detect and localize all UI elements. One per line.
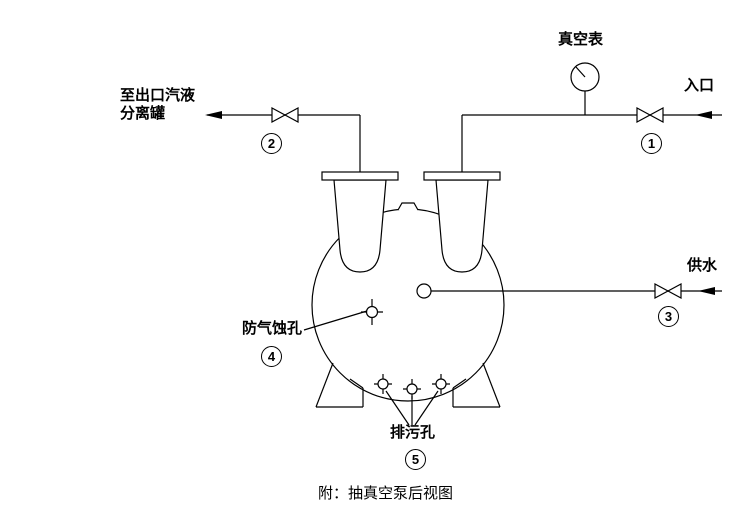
- vacuum-gauge-label: 真空表: [558, 31, 604, 48]
- water-port-icon: [416, 283, 432, 299]
- callout-anti-cavitation: 4: [261, 346, 282, 367]
- drain-leader: [414, 390, 439, 426]
- outlet-label: 至出口汽液 分离罐: [120, 87, 196, 122]
- drain-holes-icon: [374, 374, 450, 426]
- anti-cavitation-leader: [303, 310, 368, 331]
- callout-inlet-valve: 1: [641, 133, 662, 154]
- right-suction-neck: [423, 115, 501, 273]
- inlet-valve-icon: [636, 106, 664, 124]
- drain-leader: [385, 390, 410, 426]
- anti-cavitation-label: 防气蚀孔: [242, 320, 303, 337]
- drain-label: 排污孔: [390, 424, 436, 441]
- outlet-valve-icon: [271, 106, 299, 124]
- left-foot: [315, 362, 364, 408]
- anti-cavitation-hole-icon: [303, 299, 383, 331]
- water-supply-label: 供水: [687, 257, 718, 274]
- inlet-line: [462, 111, 722, 119]
- left-suction-neck: [321, 115, 399, 273]
- vacuum-gauge-icon: [570, 62, 600, 115]
- callout-drain: 5: [405, 449, 426, 470]
- callout-outlet-valve: 2: [261, 133, 282, 154]
- inlet-label: 入口: [684, 77, 715, 94]
- water-valve-icon: [654, 282, 682, 300]
- right-foot: [452, 362, 501, 408]
- diagram-caption: 附：抽真空泵后视图: [318, 485, 454, 502]
- callout-water-valve: 3: [658, 306, 679, 327]
- pump-body: [311, 202, 505, 402]
